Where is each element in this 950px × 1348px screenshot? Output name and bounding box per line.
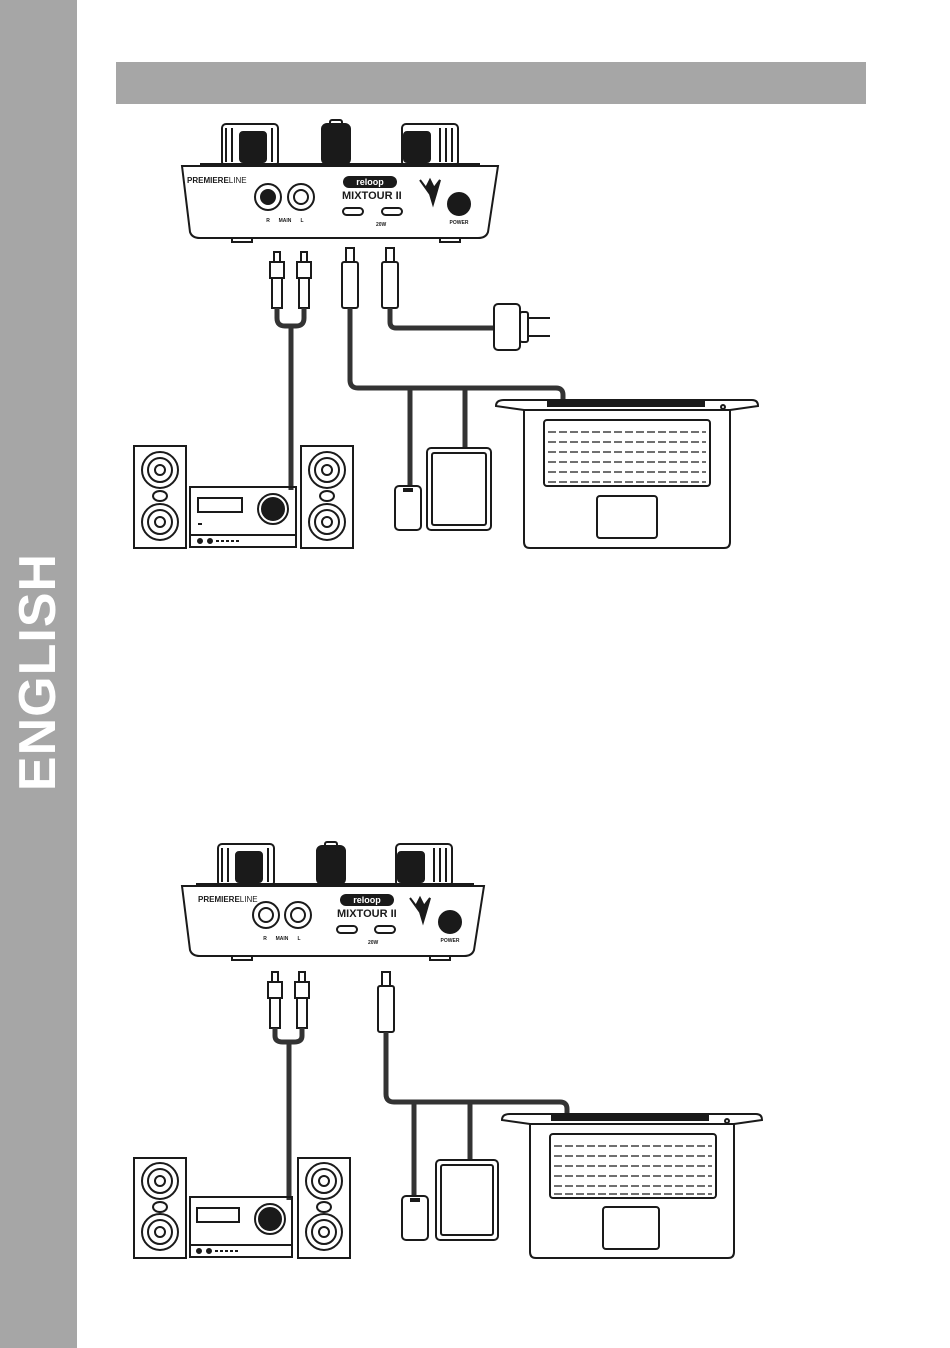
rca-cable-y [277, 308, 304, 326]
reloop-emblem-icon [420, 180, 440, 204]
port-r-label: R [266, 218, 270, 224]
main-out-left-jack-icon [288, 184, 314, 210]
laptop-icon [496, 400, 758, 548]
power-label: POWER [441, 938, 460, 944]
speaker-right-icon [301, 446, 353, 548]
tablet-icon [427, 448, 491, 530]
smartphone-icon [402, 1196, 428, 1240]
model-label: MIXTOUR II [337, 908, 397, 920]
jog-wheel-left-icon [222, 124, 278, 166]
speaker-left-icon [134, 446, 186, 548]
power-button-icon [439, 911, 461, 933]
reloop-emblem-icon [410, 898, 430, 922]
jog-wheel-right-icon [396, 844, 452, 886]
main-out-right-jack-icon [255, 184, 281, 210]
speaker-left-icon [134, 1158, 186, 1258]
brand-label: reloop [356, 177, 384, 187]
main-out-right-jack-icon [253, 902, 279, 928]
center-knob-icon [322, 120, 350, 164]
amplifier-icon [190, 1197, 292, 1257]
power-button-icon [448, 193, 470, 215]
model-label: MIXTOUR II [342, 190, 402, 202]
laptop-icon [502, 1114, 762, 1258]
connection-diagram-with-power-adapter: PREMIERELINE reloop MIXTOUR II R MAIN L … [0, 110, 950, 570]
usb-power-label: 20W [368, 940, 379, 946]
usb-cable-to-laptop [386, 1032, 567, 1114]
language-label: ENGLISH [8, 553, 68, 791]
main-out-left-jack-icon [285, 902, 311, 928]
usb-c-port-power-icon [375, 926, 395, 933]
port-l-label: L [297, 936, 300, 942]
port-main-label: MAIN [279, 218, 292, 224]
usb-c-plug-icon [378, 972, 394, 1032]
amplifier-icon [190, 487, 296, 547]
port-main-label: MAIN [276, 936, 289, 942]
speaker-right-icon [298, 1158, 350, 1258]
power-adapter-icon [494, 304, 550, 350]
rca-cable-y [275, 1028, 302, 1042]
rca-plug-right-icon [268, 972, 282, 1028]
usb-c-plug-device-icon [342, 248, 358, 308]
section-header-bar [116, 62, 866, 104]
connection-diagram-without-power-adapter: PREMIERELINE reloop MIXTOUR II R MAIN L … [0, 830, 950, 1280]
jog-wheel-left-icon [218, 844, 274, 886]
usb-c-port-power-icon [382, 208, 402, 215]
usb-power-label: 20W [376, 222, 387, 228]
series-label: PREMIERELINE [198, 895, 258, 904]
jog-wheel-right-icon [402, 124, 458, 166]
brand-label: reloop [353, 895, 381, 905]
rca-plug-right-icon [270, 252, 284, 308]
rca-plug-left-icon [295, 972, 309, 1028]
port-r-label: R [263, 936, 267, 942]
usb-c-port-device-icon [337, 926, 357, 933]
center-knob-icon [317, 842, 345, 884]
usb-cable-to-power-adapter [390, 308, 496, 328]
power-label: POWER [450, 220, 469, 226]
usb-c-port-device-icon [343, 208, 363, 215]
port-l-label: L [300, 218, 303, 224]
usb-c-plug-power-icon [382, 248, 398, 308]
tablet-icon [436, 1160, 498, 1240]
usb-cable-to-laptop [350, 308, 563, 400]
series-label: PREMIERELINE [187, 176, 247, 185]
rca-plug-left-icon [297, 252, 311, 308]
smartphone-icon [395, 486, 421, 530]
